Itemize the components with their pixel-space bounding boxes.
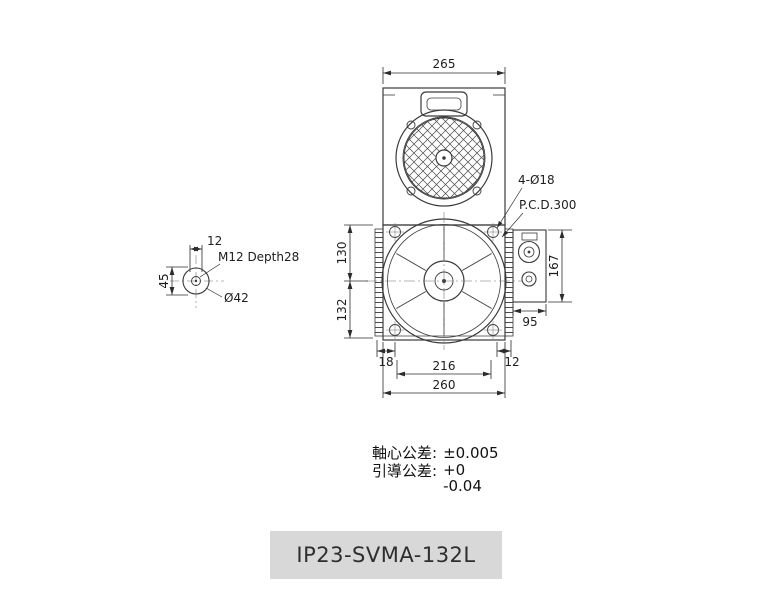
fan-screw [406,186,416,196]
dim-label-130: 130 [335,242,349,265]
connector-large [517,240,541,264]
tolerance-notes: 軸心公差: ±0.005 引導公差: +0 -0.04 [372,444,499,494]
fan-screw [472,186,482,196]
fan-ring-outer [395,109,493,207]
shaft-detail: 12 45 M12 Depth28 Ø42 [157,234,299,308]
callout-pcd: P.C.D.300 [501,198,576,238]
dim-label-95: 95 [522,315,537,329]
axis-tolerance-value: ±0.005 [443,444,499,462]
callout-label-pcd: P.C.D.300 [519,198,576,212]
dim-label-132: 132 [335,299,349,322]
flange-bolt-holes [386,223,502,339]
axis-tolerance-row: 軸心公差: ±0.005 [372,444,499,462]
model-label-box: IP23-SVMA-132L [270,531,502,579]
guide-tolerance-label: 引導公差: [372,462,438,480]
dim-label-18: 18 [378,355,393,369]
guide-tolerance-values: +0 -0.04 [443,462,482,494]
guide-tolerance-row: 引導公差: +0 -0.04 [372,462,499,494]
shaft-circle [182,267,210,295]
terminal-box [512,229,547,303]
connector-small [521,271,537,287]
dim-label-260: 260 [433,378,456,392]
fan-screw [406,120,416,130]
axis-tolerance-label: 軸心公差: [372,444,438,462]
dim-heights-left: 130 132 [335,224,373,339]
guide-tolerance-minus: -0.04 [443,477,482,495]
fan-housing [382,87,506,226]
motor-body [366,212,522,350]
dim-top-width: 265 [382,57,506,84]
tap-hole [191,276,201,286]
dim-label-keyway-12: 12 [207,234,222,248]
dim-label-12: 12 [504,355,519,369]
dim-label-265: 265 [433,57,456,71]
lifting-handle [420,91,468,117]
callout-tap: M12 Depth28 [218,250,299,264]
fan-screw [472,120,482,130]
dim-bottom: 18 12 216 260 [376,340,520,398]
dim-box-right: 167 95 [512,229,572,329]
model-label: IP23-SVMA-132L [296,543,476,567]
guide-tolerance-plus: +0 [443,461,466,479]
dim-label-167: 167 [547,255,561,278]
callout-holes: 4-Ø18 [496,173,555,229]
callout-diameter: Ø42 [224,291,249,305]
dim-label-216: 216 [433,359,456,373]
callout-label-4-o18: 4-Ø18 [518,173,555,187]
centerlines [366,212,522,350]
dim-label-45: 45 [157,273,171,288]
